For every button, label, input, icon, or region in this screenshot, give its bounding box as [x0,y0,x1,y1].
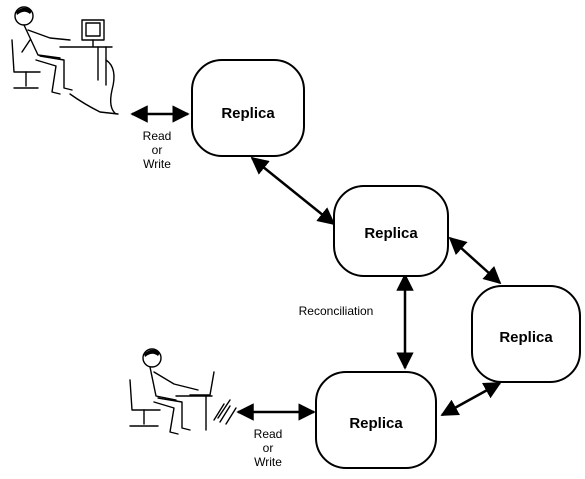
top-middle-link [250,156,336,226]
replica-label: Replica [221,105,275,122]
bottom-write-label: Write [254,455,282,469]
replica-node-bottom: Replica [315,371,437,469]
replica-label: Replica [499,329,553,346]
right-bottom-link [440,381,502,417]
laptop-user-icon [129,348,215,435]
top-or-label: or [152,143,163,157]
replica-node-top: Replica [191,59,305,157]
desktop-user-icon [11,6,119,115]
middle-right-link [448,236,502,285]
reconciliation-label: Reconciliation [299,304,374,318]
bottom-or-label: or [263,441,274,455]
replica-label: Replica [364,225,418,242]
replica-node-right: Replica [471,285,581,383]
replica-label: Replica [349,415,403,432]
wireless-signal-icon [213,399,237,425]
replica-node-middle: Replica [333,185,449,277]
bottom-read-label: Read [254,427,283,441]
top-write-label: Write [143,157,171,171]
top-read-label: Read [143,129,172,143]
